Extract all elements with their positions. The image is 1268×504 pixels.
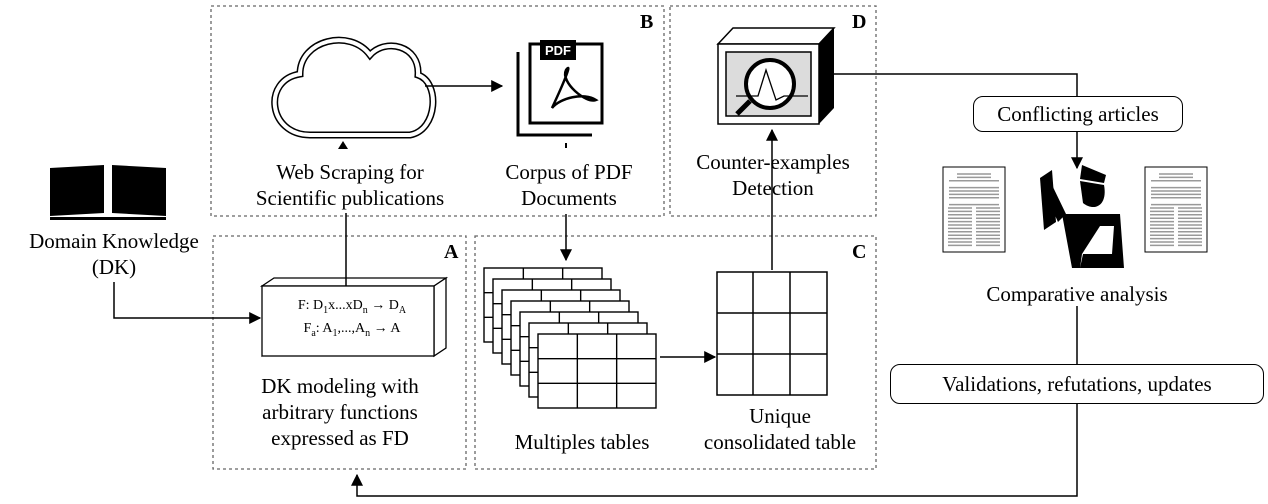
cloud-icon <box>271 36 437 139</box>
stacked-table <box>537 333 657 409</box>
panel-b-border <box>210 5 665 217</box>
article-left-icon <box>942 166 1006 253</box>
validations-box: Validations, refutations, updates <box>890 364 1264 404</box>
pdf-badge-text: PDF <box>545 43 571 58</box>
multiple-tables-label: Multiples tables <box>514 430 650 454</box>
book-icon <box>50 165 166 220</box>
arrow-dk-to-model <box>113 282 262 324</box>
fd-model-box <box>259 276 449 358</box>
panel-c-border <box>474 235 877 470</box>
panel-letter-a: A <box>444 241 459 263</box>
pdf-document-icon: PDF <box>516 40 604 148</box>
panel-letter-d: D <box>852 11 867 33</box>
panel-d-border <box>669 5 877 217</box>
panel-a-border <box>212 235 467 470</box>
arrow-detection-to-analysis <box>834 73 1083 170</box>
panel-letter-b: B <box>640 11 654 33</box>
corpus-label: Corpus of PDF Documents <box>505 160 633 210</box>
article-right-icon <box>1144 166 1208 253</box>
conflicting-articles-box: Conflicting articles <box>973 96 1183 132</box>
fd-formula-f: F: D1x...xDn → DA <box>297 298 407 316</box>
comparative-analysis-label: Comparative analysis <box>986 282 1168 306</box>
fd-formula-fa: Fa: A1,...,An → A <box>303 321 401 339</box>
detection-monitor-icon <box>716 27 836 125</box>
dk-modeling-label: DK modeling with arbitrary functions exp… <box>261 374 419 450</box>
cloud-pointer <box>338 141 348 149</box>
panel-letter-c: C <box>852 241 867 263</box>
web-scraping-label: Web Scraping for Scientific publications <box>255 160 445 210</box>
arrow-validations-to-model <box>351 403 1078 497</box>
inspector-figure-icon <box>1040 165 1124 268</box>
flow-arrows <box>113 73 1083 497</box>
counter-examples-label: Counter-examples Detection <box>696 150 850 200</box>
domain-knowledge-label: Domain Knowledge (DK) <box>29 229 199 279</box>
consolidated-table <box>716 271 828 396</box>
unique-table-label: Unique consolidated table <box>703 404 857 454</box>
multiple-tables-stack <box>483 267 657 409</box>
